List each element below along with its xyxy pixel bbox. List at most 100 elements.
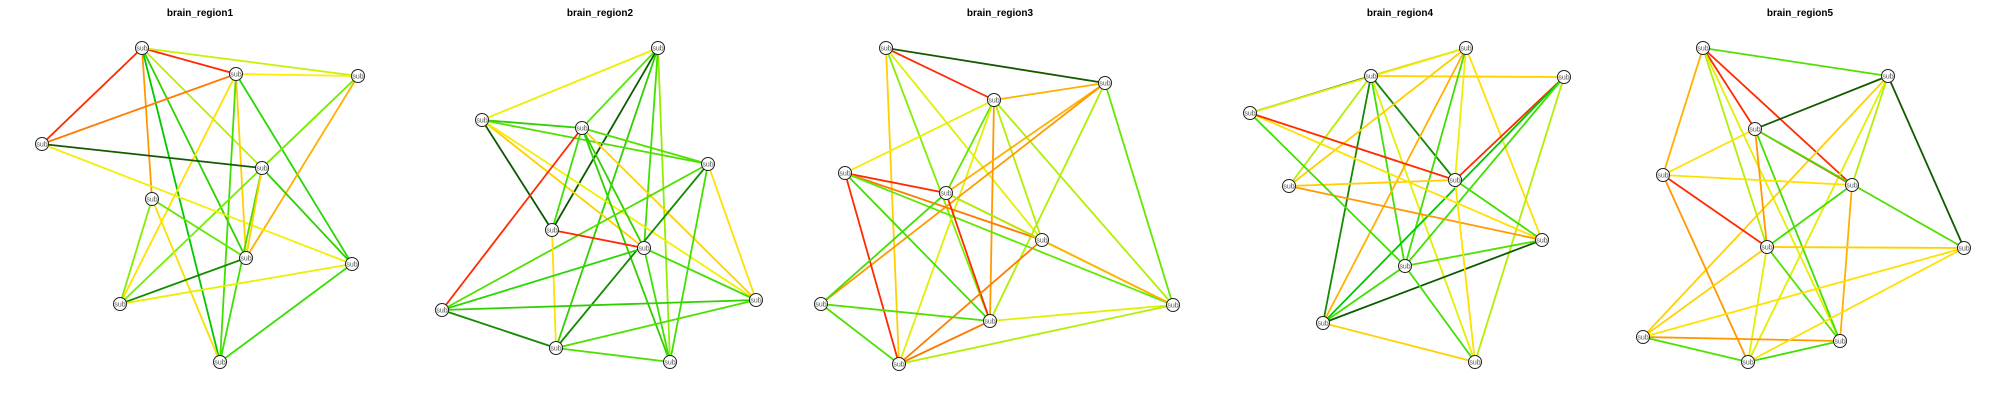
node-label: sub bbox=[476, 118, 487, 125]
edge-B-G bbox=[1887, 75, 1965, 249]
node-circle bbox=[1656, 168, 1670, 182]
edge-B-G bbox=[993, 99, 1174, 306]
node-G: sub bbox=[749, 293, 763, 307]
edge-B-J bbox=[1747, 75, 1889, 363]
node-label: sub bbox=[1099, 81, 1110, 88]
node-label: sub bbox=[576, 126, 587, 133]
node-label: sub bbox=[815, 302, 826, 309]
edge-A-C bbox=[581, 47, 659, 129]
node-label: sub bbox=[1317, 321, 1328, 328]
edge-E-I bbox=[820, 192, 947, 305]
node-label: sub bbox=[940, 191, 951, 198]
node-circle bbox=[1282, 179, 1296, 193]
edge-B-C bbox=[235, 73, 359, 77]
node-label: sub bbox=[1834, 339, 1845, 346]
edge-D-E bbox=[1662, 174, 1853, 186]
node-circle bbox=[1316, 316, 1330, 330]
edge-C-I bbox=[1322, 76, 1565, 324]
edge-C-I bbox=[119, 75, 359, 305]
edge-C-G bbox=[581, 127, 757, 301]
edge-C-E bbox=[551, 127, 583, 231]
edge-C-H bbox=[245, 75, 359, 259]
node-J: sub bbox=[213, 355, 227, 369]
edge-A-C bbox=[141, 47, 359, 77]
edge-B-E bbox=[481, 119, 553, 231]
node-D: sub bbox=[35, 137, 49, 151]
node-label: sub bbox=[880, 46, 891, 53]
edge-B-C bbox=[481, 119, 583, 129]
node-H: sub bbox=[435, 303, 449, 317]
panel-title: brain_region3 bbox=[966, 8, 1034, 19]
node-circle bbox=[1636, 330, 1650, 344]
edge-J-H bbox=[1404, 265, 1476, 363]
node-A: sub bbox=[135, 41, 149, 55]
edge-D-J bbox=[1662, 174, 1749, 363]
node-circle bbox=[545, 223, 559, 237]
node-G: sub bbox=[1166, 298, 1180, 312]
node-circle bbox=[1957, 241, 1971, 255]
node-circle bbox=[1760, 240, 1774, 254]
node-circle bbox=[1741, 355, 1755, 369]
node-label: sub bbox=[36, 142, 47, 149]
edge-F-G bbox=[643, 247, 757, 301]
edge-D-J bbox=[669, 163, 709, 363]
edge-C-D bbox=[1662, 128, 1756, 176]
node-H: sub bbox=[1398, 259, 1412, 273]
edge-F-H bbox=[1766, 246, 1841, 342]
edge-D-J bbox=[844, 172, 900, 365]
node-H: sub bbox=[239, 251, 253, 265]
node-circle bbox=[1243, 106, 1257, 120]
edge-E-H bbox=[945, 192, 991, 322]
edge-D-H bbox=[1249, 112, 1406, 267]
edge-G-I bbox=[119, 263, 353, 305]
edge-A-J bbox=[1370, 75, 1476, 363]
edge-J-E bbox=[1454, 179, 1476, 363]
edge-B-C bbox=[993, 82, 1106, 101]
node-I: sub bbox=[113, 297, 127, 311]
node-F: sub bbox=[1760, 240, 1774, 254]
node-label: sub bbox=[256, 166, 267, 173]
edge-B-G bbox=[1465, 47, 1543, 241]
node-label: sub bbox=[436, 308, 447, 315]
node-circle bbox=[1459, 41, 1473, 55]
edge-F-G bbox=[1041, 239, 1174, 306]
node-label: sub bbox=[638, 246, 649, 253]
edge-A-J bbox=[657, 47, 671, 363]
node-label: sub bbox=[230, 72, 241, 79]
edge-H-I bbox=[119, 257, 247, 305]
edge-B-I bbox=[1322, 47, 1467, 324]
edge-A-B bbox=[885, 47, 995, 101]
edge-A-B bbox=[141, 47, 237, 75]
node-circle bbox=[663, 355, 677, 369]
edge-H-I bbox=[1642, 336, 1841, 342]
edge-H-I bbox=[441, 309, 557, 349]
node-label: sub bbox=[839, 171, 850, 178]
node-label: sub bbox=[1958, 246, 1969, 253]
edge-D-E bbox=[1249, 112, 1456, 181]
node-label: sub bbox=[1846, 183, 1857, 190]
node-E: sub bbox=[255, 161, 269, 175]
edge-B-J bbox=[898, 99, 995, 365]
edge-H-J bbox=[898, 320, 991, 365]
edge-B-G bbox=[235, 73, 353, 265]
node-circle bbox=[879, 41, 893, 55]
node-I: sub bbox=[814, 297, 828, 311]
edge-F-H bbox=[151, 198, 247, 259]
node-D: sub bbox=[1656, 168, 1670, 182]
node-label: sub bbox=[240, 256, 251, 263]
node-label: sub bbox=[146, 197, 157, 204]
node-circle bbox=[637, 241, 651, 255]
edge-F-J bbox=[643, 247, 671, 363]
edge-F-I bbox=[119, 198, 153, 305]
node-C: sub bbox=[1557, 70, 1571, 84]
node-label: sub bbox=[1882, 74, 1893, 81]
edge-B-I bbox=[119, 73, 237, 305]
edge-A-J bbox=[141, 47, 221, 363]
